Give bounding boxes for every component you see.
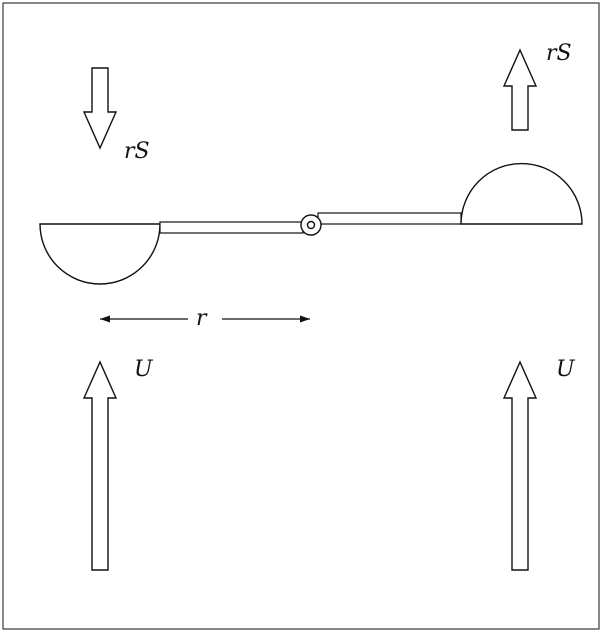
r-label: r (196, 306, 208, 331)
r-dimension (100, 315, 310, 323)
u-right-up-arrow-icon (502, 360, 538, 571)
left-arm (159, 221, 304, 234)
rs-right-label: rS (546, 41, 572, 66)
u-right-label: U (556, 357, 576, 382)
u-left-up-arrow-icon (82, 360, 118, 571)
left-cup (39, 223, 161, 285)
rs-left-down-arrow-icon (82, 67, 118, 150)
pivot-icon (300, 214, 322, 236)
right-cup (460, 162, 583, 225)
right-arm (317, 212, 462, 225)
rs-right-up-arrow-icon (502, 48, 538, 131)
rs-left-label: rS (124, 139, 150, 164)
u-left-label: U (134, 357, 154, 382)
